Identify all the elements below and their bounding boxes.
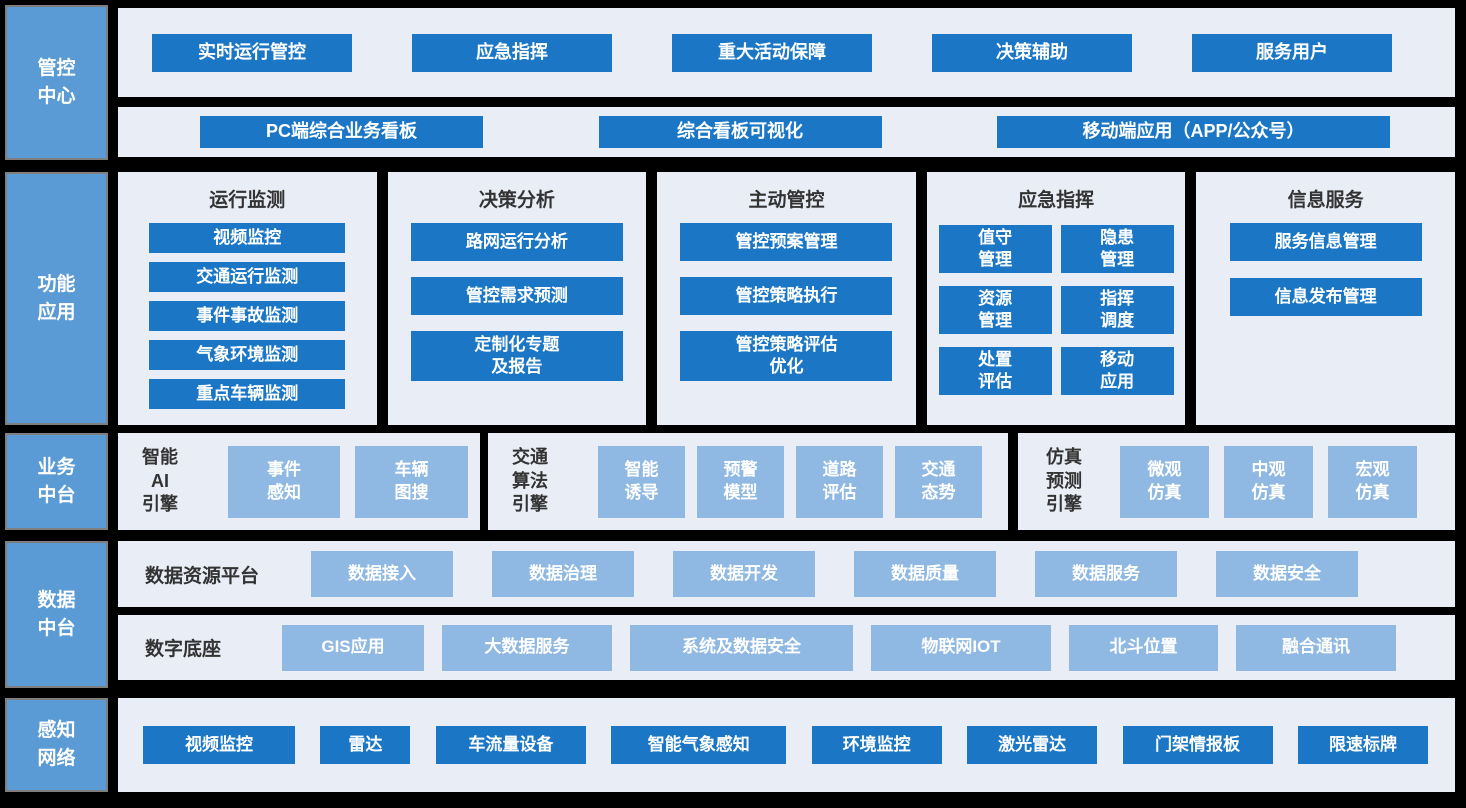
function-box-hazard-management: 隐患 管理	[1060, 225, 1174, 273]
perception-box-radar: 雷达	[320, 726, 411, 764]
function-box-disposal-evaluation: 处置 评估	[938, 347, 1052, 395]
business-box-warning-model: 预警 模型	[697, 445, 784, 518]
control-center-box-mobile-app: 移动端应用（APP/公众号）	[997, 116, 1390, 148]
data-box-data-development: 数据开发	[673, 551, 815, 597]
data-box-beidou-location: 北斗位置	[1069, 624, 1218, 671]
perception-box-smart-weather-sensing: 智能气象感知	[611, 726, 787, 764]
function-box-weather-environment-monitoring: 气象环境监测	[149, 340, 346, 370]
business-box-event-perception: 事件 感知	[228, 445, 340, 518]
control-center-box-dashboard-visualization: 综合看板可视化	[598, 116, 882, 148]
function-box-info-release-management: 信息发布管理	[1229, 278, 1422, 316]
digital-base-row: 数字底座 GIS应用 大数据服务 系统及数据安全 物联网IOT 北斗位置 融合通…	[118, 615, 1455, 680]
data-box-data-access: 数据接入	[311, 551, 453, 597]
control-center-box-pc-dashboard: PC端综合业务看板	[200, 116, 483, 148]
data-box-data-security: 数据安全	[1216, 551, 1358, 597]
data-resource-platform-row: 数据资源平台 数据接入 数据治理 数据开发 数据质量 数据服务 数据安全	[118, 541, 1455, 607]
perception-box-environment-monitoring: 环境监控	[811, 726, 942, 764]
engine-name: 仿真 预测 引擎	[1046, 447, 1082, 515]
business-box-meso-simulation: 中观 仿真	[1224, 445, 1313, 518]
data-box-big-data-service: 大数据服务	[442, 624, 612, 671]
control-center-row2: PC端综合业务看板 综合看板可视化 移动端应用（APP/公众号）	[118, 107, 1455, 157]
layer-label-perception-network: 感知 网络	[5, 698, 108, 792]
function-box-resource-management: 资源 管理	[938, 286, 1052, 334]
business-box-traffic-situation: 交通 态势	[895, 445, 982, 518]
column-title: 运行监测	[209, 190, 286, 211]
data-box-data-governance: 数据治理	[492, 551, 634, 597]
perception-box-video-monitoring: 视频监控	[143, 726, 295, 764]
function-box-mobile-application: 移动 应用	[1060, 347, 1174, 395]
data-box-gis-application: GIS应用	[282, 624, 424, 671]
column-title: 信息服务	[1287, 190, 1364, 211]
control-center-row1: 实时运行管控 应急指挥 重大活动保障 决策辅助 服务用户	[118, 8, 1455, 97]
layer-label-control-center: 管控 中心	[5, 5, 108, 160]
business-group-ai-engine: 智能 AI 引擎 事件 感知 车辆 图搜	[118, 433, 480, 530]
perception-box-gantry-message-board: 门架情报板	[1122, 726, 1273, 764]
data-row-label: 数字底座	[145, 639, 222, 660]
control-center-box-realtime-operation: 实时运行管控	[152, 33, 352, 72]
engine-name: 智能 AI 引擎	[142, 447, 178, 515]
column-title: 主动管控	[748, 190, 825, 211]
function-box-incident-monitoring: 事件事故监测	[149, 301, 346, 331]
function-box-control-demand-forecast: 管控需求预测	[410, 277, 623, 315]
function-col-active-control: 主动管控 管控预案管理 管控策略执行 管控策略评估 优化	[657, 172, 916, 425]
perception-network-row: 视频监控 雷达 车流量设备 智能气象感知 环境监控 激光雷达 门架情报板 限速标…	[118, 698, 1455, 792]
emergency-grid: 值守 管理 隐患 管理 资源 管理 指挥 调度 处置 评估 移动 应用	[938, 225, 1174, 395]
function-col-decision-analysis: 决策分析 路网运行分析 管控需求预测 定制化专题 及报告	[387, 172, 647, 425]
function-box-video-monitoring: 视频监控	[149, 223, 346, 253]
data-box-converged-communication: 融合通讯	[1236, 624, 1396, 671]
function-box-network-operation-analysis: 路网运行分析	[410, 223, 623, 261]
control-center-box-emergency-command: 应急指挥	[412, 33, 612, 72]
function-box-control-plan-management: 管控预案管理	[680, 223, 893, 261]
function-box-key-vehicle-monitoring: 重点车辆监测	[149, 379, 346, 409]
layer-label-function-apps: 功能 应用	[5, 172, 108, 425]
function-col-operation-monitoring: 运行监测 视频监控 交通运行监测 事件事故监测 气象环境监测 重点车辆监测	[118, 172, 377, 425]
business-box-vehicle-image-search: 车辆 图搜	[355, 445, 468, 518]
layer-label-data-platform: 数据 中台	[5, 541, 108, 688]
function-box-service-info-management: 服务信息管理	[1229, 223, 1422, 261]
business-box-smart-guidance: 智能 诱导	[598, 445, 685, 518]
engine-name: 交通 算法 引擎	[512, 447, 548, 515]
business-box-road-evaluation: 道路 评估	[796, 445, 883, 518]
data-box-system-data-security: 系统及数据安全	[630, 624, 853, 671]
function-layer: 运行监测 视频监控 交通运行监测 事件事故监测 气象环境监测 重点车辆监测 决策…	[118, 172, 1455, 425]
function-box-strategy-evaluation-optimization: 管控策略评估 优化	[680, 331, 893, 382]
function-box-custom-reports: 定制化专题 及报告	[410, 331, 623, 382]
control-center-box-major-event-support: 重大活动保障	[672, 33, 872, 72]
data-box-iot: 物联网IOT	[871, 624, 1051, 671]
data-box-data-quality: 数据质量	[854, 551, 996, 597]
function-col-information-service: 信息服务 服务信息管理 信息发布管理	[1196, 172, 1455, 425]
column-title: 应急指挥	[1018, 190, 1095, 211]
function-box-control-strategy-execution: 管控策略执行	[680, 277, 893, 315]
data-row-label: 数据资源平台	[145, 565, 260, 587]
perception-box-traffic-flow-device: 车流量设备	[435, 726, 586, 764]
function-box-command-dispatch: 指挥 调度	[1060, 286, 1174, 334]
perception-box-speed-limit-sign: 限速标牌	[1297, 726, 1428, 764]
function-box-traffic-operation-monitoring: 交通运行监测	[149, 262, 346, 292]
business-box-micro-simulation: 微观 仿真	[1120, 445, 1209, 518]
business-group-simulation-engine: 仿真 预测 引擎 微观 仿真 中观 仿真 宏观 仿真	[1018, 433, 1455, 530]
control-center-box-serve-users: 服务用户	[1192, 33, 1392, 72]
perception-box-lidar: 激光雷达	[967, 726, 1098, 764]
column-title: 决策分析	[478, 190, 555, 211]
function-col-emergency-command: 应急指挥 值守 管理 隐患 管理 资源 管理 指挥 调度 处置 评估 移动 应用	[926, 172, 1186, 425]
control-center-box-decision-assist: 决策辅助	[932, 33, 1132, 72]
business-group-traffic-algorithm-engine: 交通 算法 引擎 智能 诱导 预警 模型 道路 评估 交通 态势	[488, 433, 1008, 530]
layer-label-business-platform: 业务 中台	[5, 433, 108, 530]
business-box-macro-simulation: 宏观 仿真	[1328, 445, 1417, 518]
data-box-data-service: 数据服务	[1035, 551, 1177, 597]
function-box-duty-management: 值守 管理	[938, 225, 1052, 273]
